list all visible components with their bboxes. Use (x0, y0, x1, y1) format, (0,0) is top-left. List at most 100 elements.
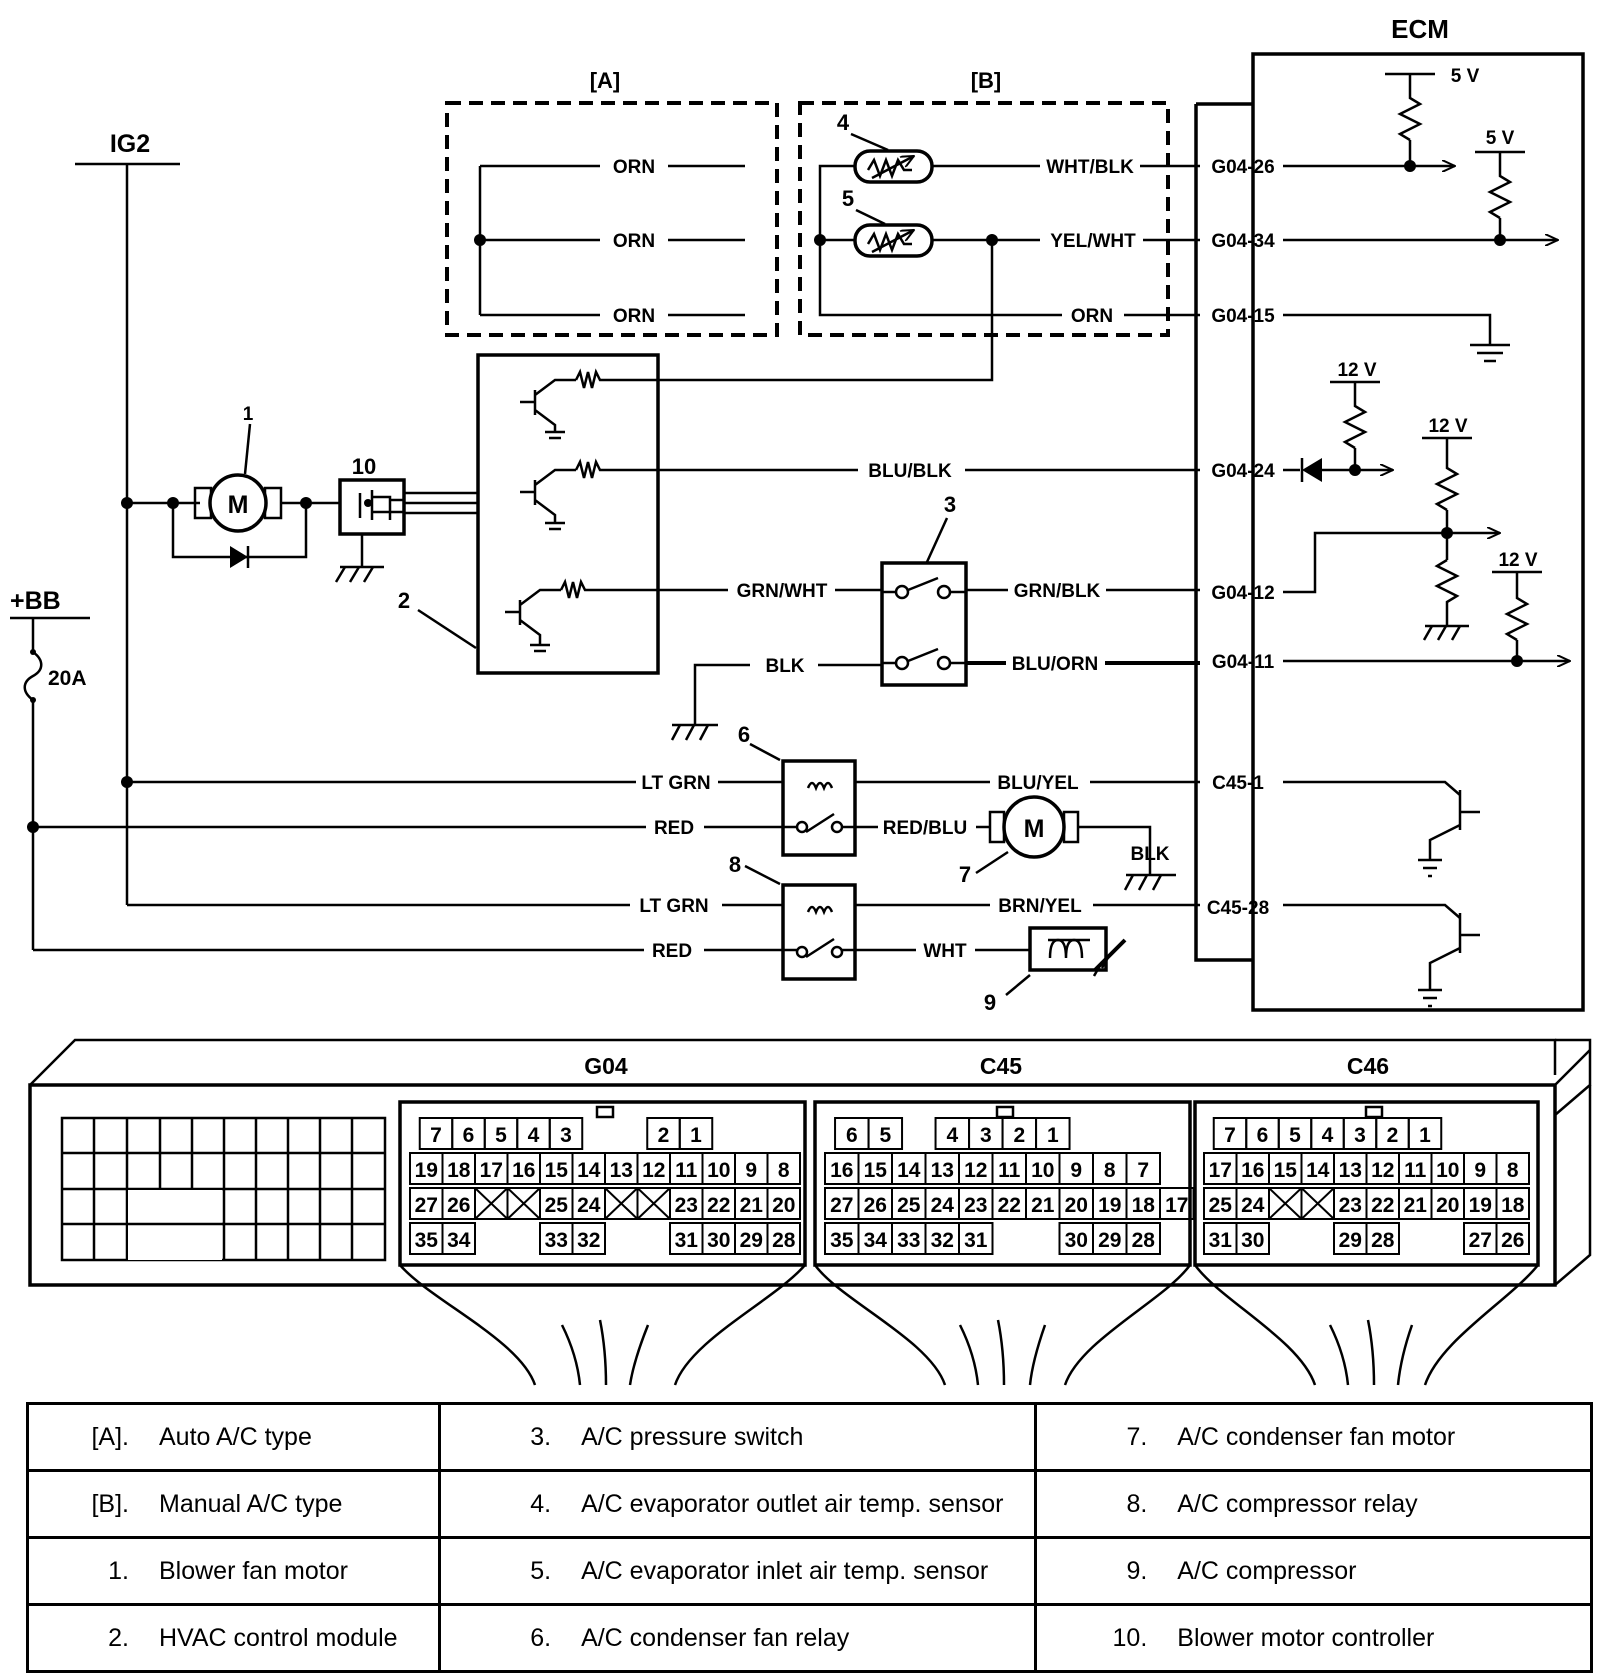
wire-red-1-text: RED (654, 818, 694, 839)
c46-label: C46 (1347, 1053, 1389, 1079)
pin-number: 1 (690, 1124, 702, 1147)
pin-number: 14 (577, 1159, 601, 1182)
wire-blk: BLK (765, 656, 804, 677)
legend-number: 4. (530, 1489, 552, 1518)
pin-number: 27 (415, 1194, 438, 1217)
pin-number: 13 (931, 1159, 954, 1182)
pin-cell (867, 1117, 904, 1150)
pin-number: 23 (1339, 1194, 1362, 1217)
pin-g04-12: G04-12 (1211, 583, 1274, 604)
pin-number: 4 (1322, 1124, 1334, 1147)
pin-number: 15 (545, 1159, 569, 1182)
g04-connector-box (398, 1100, 807, 1267)
wire-grn-wht: GRN/WHT (737, 581, 828, 602)
pin-cell (1495, 1187, 1530, 1220)
pin-number: 34 (447, 1229, 471, 1252)
pin-number: 18 (1501, 1194, 1525, 1217)
pin-number: 10 (1031, 1159, 1054, 1182)
fuse-label: 20A (48, 667, 87, 690)
pin-number: 8 (1104, 1159, 1116, 1182)
ig2-label: IG2 (110, 130, 150, 158)
pin-g04-26: G04-26 (1211, 157, 1274, 178)
legend-cell: [B].Manual A/C type (25, 1469, 442, 1539)
pin-cell (766, 1187, 801, 1220)
blank-pin-cross (1268, 1187, 1303, 1220)
pin-number: 10 (1436, 1159, 1459, 1182)
voltage-12v-a: 12 V (1337, 360, 1376, 381)
legend-number: 2. (108, 1623, 129, 1652)
wire-red-2: RED (652, 941, 692, 962)
pin-number: 19 (415, 1159, 438, 1182)
legend-cell: 1.Blower fan motor (25, 1536, 442, 1606)
pin-cell (678, 1117, 714, 1150)
pin-number: 22 (998, 1194, 1021, 1217)
pin-number: 33 (897, 1229, 920, 1252)
pin-number: 29 (1098, 1229, 1121, 1252)
legend-cell: 4. A/C evaporator outlet air temp. sensor (438, 1469, 1038, 1539)
pin-number: 31 (1209, 1229, 1233, 1252)
pin-number: 29 (1339, 1229, 1362, 1252)
pin-cell (1125, 1152, 1161, 1185)
pin-number: 11 (675, 1159, 698, 1182)
pin-number: 17 (480, 1159, 503, 1182)
box-b-label: [B] (971, 68, 1002, 93)
pin-number: 8 (1507, 1159, 1519, 1182)
c45-connector-box (813, 1100, 1192, 1267)
pin-cell (1125, 1222, 1161, 1255)
pin-number: 12 (1371, 1159, 1394, 1182)
pin-number: 20 (1065, 1194, 1088, 1217)
legend-row: [B].Manual A/C type 4. A/C evaporator outl… (25, 1469, 1593, 1539)
wire-wht: WHT (923, 941, 967, 962)
hvac-ecm-wires: BLU/BLK GRN/WHT (658, 461, 1200, 602)
wire-blu-yel: BLU/YEL (997, 773, 1079, 794)
pin-c45-1: C45-1 (1212, 773, 1264, 794)
label-3: 3 (944, 492, 956, 517)
g04-label: G04 (584, 1053, 628, 1079)
wire-orn-b: ORN (1071, 306, 1113, 327)
legend-cell: [A].Auto A/C type (25, 1402, 442, 1472)
legend-text: A/C evaporator inlet air temp. sensor (581, 1556, 989, 1585)
legend-cell: 10.Blower motor controller (1034, 1603, 1593, 1673)
pin-cell (958, 1222, 994, 1255)
box-a-label: [A] (590, 68, 621, 93)
pin-number: 6 (846, 1124, 858, 1147)
legend-cell: 6. A/C condenser fan relay (438, 1603, 1038, 1673)
pin-c45-28: C45-28 (1207, 898, 1269, 919)
pin-number: 15 (1274, 1159, 1298, 1182)
pin-number: 24 (577, 1194, 601, 1217)
wire-orn-2: ORN (613, 231, 655, 252)
pin-number: 21 (1031, 1194, 1055, 1217)
legend-number: [A]. (91, 1422, 129, 1451)
pin-number: 30 (1241, 1229, 1264, 1252)
legend-text: HVAC control module (159, 1623, 398, 1652)
legend-number: 6. (530, 1623, 552, 1652)
pin-number: 7 (1137, 1159, 1149, 1182)
pin-number: 22 (1371, 1194, 1394, 1217)
pin-cell (766, 1222, 801, 1255)
pin-number: 8 (778, 1159, 790, 1182)
voltage-12v-b: 12 V (1428, 416, 1467, 437)
label-10: 10 (352, 454, 376, 479)
wire-orn-1: ORN (613, 157, 655, 178)
wire-blu-orn: BLU/ORN (1012, 654, 1099, 675)
pin-cell (1159, 1187, 1195, 1220)
pin-cell (766, 1152, 801, 1185)
pin-number: 6 (463, 1124, 475, 1147)
pin-number: 14 (897, 1159, 921, 1182)
voltage-5v-b: 5 V (1486, 128, 1515, 149)
pin-number: 33 (545, 1229, 568, 1252)
legend-number: 7. (1126, 1422, 1148, 1451)
legend-text: A/C evaporator outlet air temp. sensor (581, 1489, 1004, 1518)
wire-lt-grn-1-text: LT GRN (641, 773, 710, 794)
pin-g04-24: G04-24 (1211, 461, 1275, 482)
pin-number: 2 (658, 1124, 670, 1147)
pin-number: 23 (675, 1194, 698, 1217)
legend-text: Blower fan motor (159, 1556, 348, 1585)
wire-yel-wht: YEL/WHT (1050, 231, 1136, 252)
legend-text: A/C condenser fan relay (581, 1623, 850, 1652)
hvac-control-module: 2 (398, 353, 660, 675)
pin-number: 25 (1209, 1194, 1233, 1217)
pin-number: 28 (1132, 1229, 1156, 1252)
